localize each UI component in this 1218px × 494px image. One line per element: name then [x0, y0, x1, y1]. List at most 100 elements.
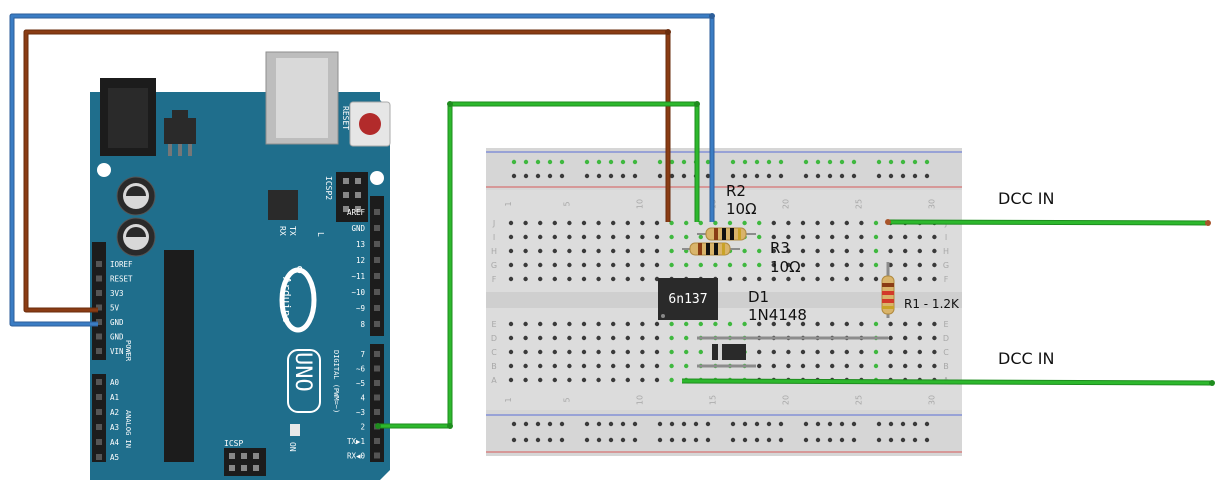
resistor-r1: [881, 275, 895, 315]
reset-label: RESET: [341, 106, 350, 130]
resistor-r2: [697, 227, 756, 241]
rail-hole: [523, 159, 529, 165]
breadboard-hole: [800, 234, 806, 240]
breadboard-hole: [873, 234, 879, 240]
breadboard-hole: [830, 234, 835, 240]
rail-hole: [815, 173, 821, 179]
rail-hole: [705, 159, 711, 165]
breadboard-hole: [581, 363, 587, 369]
breadboard-hole: [523, 234, 528, 240]
row-letter: D: [491, 334, 497, 343]
rail-hole: [900, 159, 906, 165]
icsp-header: [224, 448, 266, 476]
column-number: 15: [708, 395, 717, 405]
breadboard-hole: [917, 335, 922, 341]
breadboard-hole: [669, 363, 674, 369]
breadboard-hole: [611, 276, 616, 282]
breadboard-hole: [800, 321, 806, 327]
breadboard-hole: [581, 335, 587, 341]
power-group-label: POWER: [124, 340, 132, 362]
breadboard-hole: [552, 335, 557, 341]
breadboard-hole: [873, 276, 879, 282]
breadboard-hole: [625, 377, 630, 383]
pin-label: A1: [110, 393, 119, 402]
icsp2-pin: [343, 206, 349, 212]
bottom-power-rail: [486, 410, 962, 456]
breadboard-hole: [508, 363, 514, 369]
breadboard-hole: [713, 321, 718, 327]
icsp-pin: [229, 453, 235, 459]
rail-hole: [596, 437, 602, 443]
rail-hole: [742, 421, 748, 427]
header-pin: [374, 289, 380, 295]
rail-hole: [596, 159, 602, 165]
breadboard-hole: [596, 377, 601, 383]
usb-chip: [268, 190, 298, 220]
rail-hole: [924, 173, 930, 179]
breadboard-hole: [815, 262, 820, 268]
breadboard-hole: [844, 349, 849, 355]
breadboard-hole: [508, 321, 514, 327]
breadboard-hole: [903, 335, 908, 341]
reset-button-cap[interactable]: [359, 113, 381, 135]
pin-label: A3: [110, 423, 119, 432]
breadboard-hole: [932, 335, 937, 341]
breadboard-hole: [654, 248, 660, 254]
breadboard-hole: [552, 363, 557, 369]
breadboard-hole: [786, 363, 791, 369]
rail-hole: [705, 173, 711, 179]
breadboard-hole: [873, 321, 879, 327]
breadboard-hole: [917, 321, 922, 327]
rail-hole: [705, 437, 711, 443]
rail-hole: [766, 421, 772, 427]
rail-hole: [523, 173, 529, 179]
breadboard-hole: [523, 276, 528, 282]
rail-hole: [900, 437, 906, 443]
breadboard-hole: [654, 363, 660, 369]
header-pin: [374, 225, 380, 231]
header-pin: [374, 305, 380, 311]
tx-label: TX: [288, 226, 297, 236]
breadboard-hole: [859, 321, 864, 327]
rail-hole: [681, 421, 687, 427]
rail-hole: [693, 437, 699, 443]
breadboard-hole: [654, 377, 660, 383]
rail-hole: [559, 173, 565, 179]
row-letter: E: [491, 320, 496, 329]
rail-hole: [827, 437, 833, 443]
rail-hole: [657, 159, 663, 165]
rail-hole: [839, 173, 845, 179]
header-pin: [96, 275, 102, 282]
rail-hole: [535, 437, 541, 443]
pin-label: 12: [356, 256, 365, 265]
rail-hole: [754, 173, 760, 179]
breadboard-hole: [757, 248, 762, 254]
rail-hole: [608, 173, 614, 179]
arduino-board: RESET ICSP2 TX RX L ∞ Arduino UNO ON ICS…: [90, 51, 391, 480]
breadboard-hole: [523, 349, 528, 355]
column-number: 10: [635, 199, 644, 209]
pin-label: 4: [360, 394, 365, 403]
breadboard-hole: [859, 248, 864, 254]
row-letter: B: [943, 362, 949, 371]
pin-label: A5: [110, 453, 119, 462]
pin-label: A0: [110, 378, 120, 387]
breadboard-hole: [771, 349, 776, 355]
breadboard-hole: [786, 276, 791, 282]
rail-hole: [632, 159, 638, 165]
header-pin: [374, 209, 380, 215]
top-power-rail: [486, 148, 962, 190]
breadboard-hole: [523, 363, 528, 369]
rail-hole: [620, 437, 626, 443]
column-number: 20: [781, 395, 790, 405]
breadboard-hole: [786, 321, 791, 327]
breadboard-hole: [771, 276, 776, 282]
breadboard-hole: [625, 276, 630, 282]
pin-label: 5V: [110, 304, 120, 313]
atmega-chip: [164, 250, 194, 462]
breadboard-hole: [844, 363, 849, 369]
breadboard-hole: [581, 321, 587, 327]
breadboard-hole: [757, 234, 762, 240]
breadboard-hole: [932, 321, 937, 327]
breadboard-hole: [888, 234, 893, 240]
